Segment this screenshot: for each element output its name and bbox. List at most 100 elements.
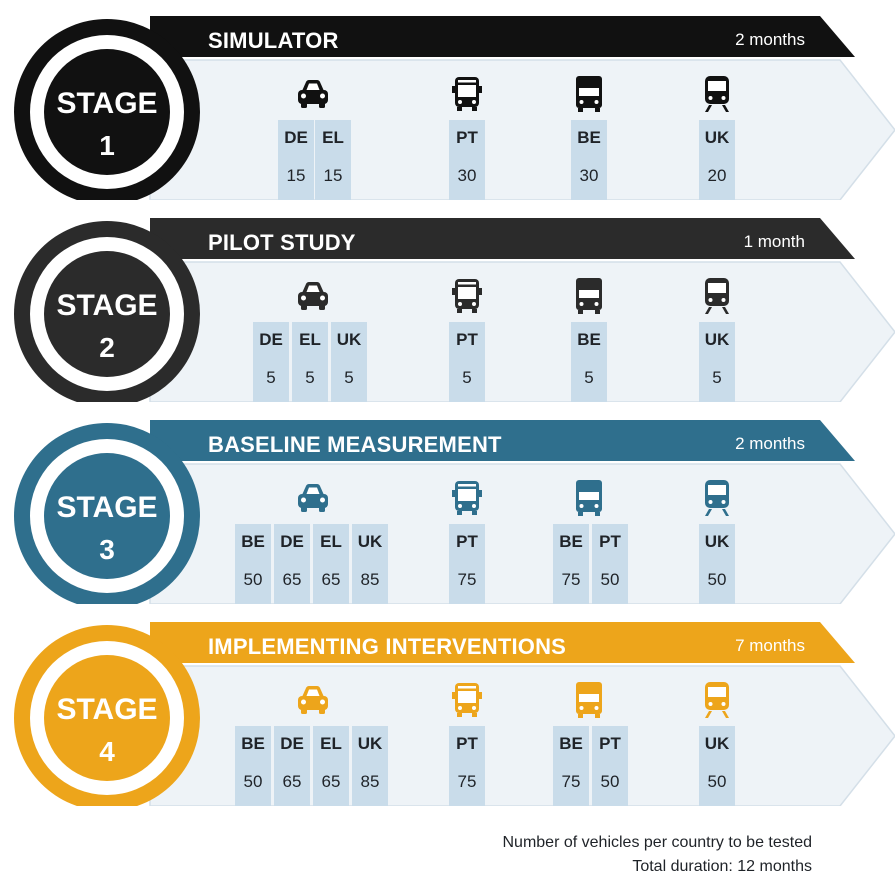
- country-code: PT: [599, 734, 621, 753]
- stage-badge-number: 3: [99, 534, 115, 565]
- country-code: EL: [299, 330, 321, 349]
- country-code: DE: [280, 532, 304, 551]
- country-cell: UK 20: [699, 120, 735, 200]
- vehicle-count: 50: [600, 772, 620, 791]
- country-code: UK: [704, 532, 730, 551]
- country-cell: UK 85: [352, 726, 388, 806]
- vehicle-count: 75: [457, 772, 477, 791]
- vehicle-count: 50: [243, 570, 263, 589]
- footnote-line-1: Number of vehicles per country to be tes…: [502, 834, 813, 851]
- country-cell: PT 50: [592, 726, 628, 806]
- country-code: PT: [456, 128, 478, 147]
- truck-icon: [569, 276, 609, 316]
- vehicle-count: 30: [457, 166, 477, 185]
- stage-badge-disc: [44, 49, 170, 175]
- country-code: PT: [456, 734, 478, 753]
- country-code: UK: [357, 532, 383, 551]
- country-code: EL: [320, 734, 342, 753]
- bus-icon: [447, 74, 487, 114]
- country-cell: UK 50: [699, 524, 735, 604]
- train-icon: [697, 478, 737, 518]
- stage-header-bar: [150, 622, 855, 663]
- stage-badge-disc: [44, 655, 170, 781]
- stage-panel: [149, 59, 895, 200]
- stage-title: IMPLEMENTING INTERVENTIONS: [208, 634, 567, 659]
- vehicle-count: 15: [323, 166, 343, 185]
- stage-duration: 2 months: [735, 434, 805, 453]
- country-code: UK: [336, 330, 362, 349]
- country-cell: UK 5: [331, 322, 367, 402]
- stage-badge-label: STAGE: [56, 289, 158, 322]
- vehicle-count: 30: [579, 166, 599, 185]
- country-code: UK: [704, 330, 730, 349]
- stage-badge-label: STAGE: [56, 87, 158, 120]
- stage-badge-label: STAGE: [56, 491, 158, 524]
- vehicle-count: 50: [707, 570, 727, 589]
- vehicle-count: 50: [707, 772, 727, 791]
- stage-duration: 2 months: [735, 30, 805, 49]
- country-cell: DE 65: [274, 524, 310, 604]
- country-code: UK: [357, 734, 383, 753]
- country-code: EL: [322, 128, 344, 147]
- vehicle-count: 75: [561, 772, 581, 791]
- vehicle-count: 65: [321, 570, 341, 589]
- vehicle-count: 65: [282, 772, 302, 791]
- country-code: BE: [577, 128, 601, 147]
- country-code: DE: [280, 734, 304, 753]
- country-code: PT: [456, 330, 478, 349]
- stage-title: BASELINE MEASUREMENT: [208, 432, 502, 457]
- country-code: UK: [704, 734, 730, 753]
- vehicle-count: 5: [462, 368, 472, 387]
- country-cell: BE 50: [235, 726, 271, 806]
- vehicle-count: 50: [243, 772, 263, 791]
- stage-badge-number: 4: [99, 736, 115, 767]
- train-icon: [697, 276, 737, 316]
- vehicle-count: 5: [584, 368, 594, 387]
- stage-header-bar: [150, 218, 855, 259]
- stage-duration: 7 months: [735, 636, 805, 655]
- country-code: BE: [559, 532, 583, 551]
- stage-badge-number: 2: [99, 332, 115, 363]
- vehicle-count: 75: [561, 570, 581, 589]
- country-code: DE: [284, 128, 308, 147]
- car-icon: [293, 680, 333, 720]
- vehicle-count: 5: [344, 368, 354, 387]
- stage-badge-number: 1: [99, 130, 115, 161]
- vehicle-count: 85: [360, 772, 380, 791]
- country-code: DE: [259, 330, 283, 349]
- vehicle-count: 5: [305, 368, 315, 387]
- stage-badge-label: STAGE: [56, 693, 158, 726]
- country-cell: UK 50: [699, 726, 735, 806]
- country-cell: EL 15: [315, 120, 351, 200]
- stage-duration: 1 month: [743, 232, 805, 251]
- country-code: BE: [241, 734, 265, 753]
- vehicle-count: 65: [282, 570, 302, 589]
- truck-icon: [569, 680, 609, 720]
- train-icon: [697, 74, 737, 114]
- bus-icon: [447, 680, 487, 720]
- country-code: PT: [599, 532, 621, 551]
- vehicle-count: 20: [707, 166, 727, 185]
- country-code: BE: [577, 330, 601, 349]
- car-icon: [293, 276, 333, 316]
- bus-icon: [447, 478, 487, 518]
- truck-icon: [569, 478, 609, 518]
- country-cell: PT 5: [449, 322, 485, 402]
- country-code: UK: [704, 128, 730, 147]
- country-cell: EL 5: [292, 322, 328, 402]
- country-cell: BE 5: [571, 322, 607, 402]
- bus-icon: [447, 276, 487, 316]
- vehicle-count: 75: [457, 570, 477, 589]
- footnote-line-2: Total duration: 12 months: [632, 858, 812, 875]
- truck-icon: [569, 74, 609, 114]
